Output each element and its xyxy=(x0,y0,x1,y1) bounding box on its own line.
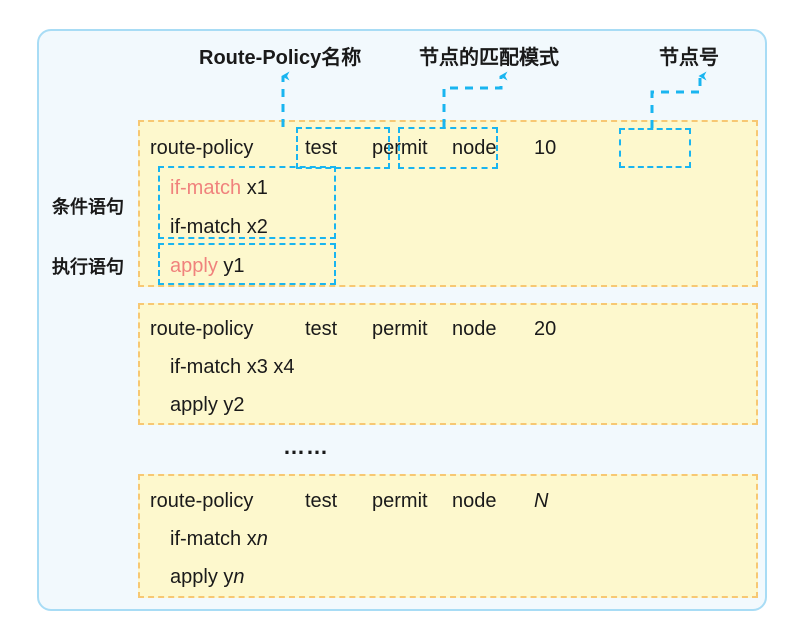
command-keyword: route-policy xyxy=(150,318,254,340)
if-match-operand: x1 xyxy=(246,177,268,199)
callout-label-match-mode: 节点的匹配模式 xyxy=(419,47,559,69)
config-line-apply-y2: apply y2 xyxy=(170,394,245,417)
apply-operand-index: n xyxy=(233,566,245,588)
node-number-value: 20 xyxy=(534,318,557,340)
node-number-value: N xyxy=(534,490,549,512)
config-line-header-node-20: route-policy test permit node 20 xyxy=(150,318,556,341)
node-keyword: node xyxy=(452,318,497,340)
policy-name-value: test xyxy=(305,490,338,512)
match-mode-value: permit xyxy=(372,490,428,512)
node-keyword: node xyxy=(452,490,497,512)
config-line-if-match-x2: if-match x2 xyxy=(170,216,268,239)
side-label-condition-statement: 条件语句 xyxy=(52,197,124,217)
ellipsis-continuation: …… xyxy=(283,434,329,459)
match-mode-value: permit xyxy=(372,318,428,340)
command-keyword: route-policy xyxy=(150,490,254,512)
config-block-node-n xyxy=(138,474,758,598)
config-line-if-match-xn: if-match xn xyxy=(170,528,268,551)
config-line-apply-yn: apply yn xyxy=(170,566,245,589)
apply-operand: y2 xyxy=(223,394,245,416)
apply-operand-prefix: y xyxy=(223,566,234,588)
policy-name-value: test xyxy=(305,137,338,159)
if-match-operand: x3 x4 xyxy=(246,356,295,378)
side-label-execution-statement: 执行语句 xyxy=(52,257,124,277)
if-match-keyword: if-match xyxy=(170,528,242,550)
apply-keyword: apply xyxy=(170,394,218,416)
if-match-operand: x2 xyxy=(246,216,268,238)
highlight-box-node-number xyxy=(619,128,691,168)
highlight-box-match-mode xyxy=(398,127,498,169)
config-line-header-node-n: route-policy test permit node N xyxy=(150,490,548,513)
highlight-box-policy-name xyxy=(296,127,390,169)
config-line-apply-y1: apply y1 xyxy=(170,255,245,278)
node-keyword: node xyxy=(452,137,497,159)
apply-operand: y1 xyxy=(223,255,245,277)
callout-label-policy-name: Route-Policy名称 xyxy=(199,47,362,69)
if-match-keyword: if-match xyxy=(170,216,242,238)
policy-name-value: test xyxy=(305,318,338,340)
highlight-box-condition-statements xyxy=(158,166,336,239)
callout-label-node-number: 节点号 xyxy=(659,47,719,69)
config-block-node-20 xyxy=(138,303,758,425)
command-keyword: route-policy xyxy=(150,137,254,159)
config-line-if-match-x3-x4: if-match x3 x4 xyxy=(170,356,295,379)
if-match-operand-index: n xyxy=(256,528,268,550)
if-match-keyword: if-match xyxy=(170,356,242,378)
node-number-value: 10 xyxy=(534,137,557,159)
if-match-keyword: if-match xyxy=(170,177,242,199)
highlight-box-execution-statements xyxy=(158,243,336,285)
apply-keyword: apply xyxy=(170,566,218,588)
if-match-operand-prefix: x xyxy=(246,528,257,550)
config-line-if-match-x1: if-match x1 xyxy=(170,177,268,200)
config-block-node-10 xyxy=(138,120,758,287)
apply-keyword: apply xyxy=(170,255,218,277)
